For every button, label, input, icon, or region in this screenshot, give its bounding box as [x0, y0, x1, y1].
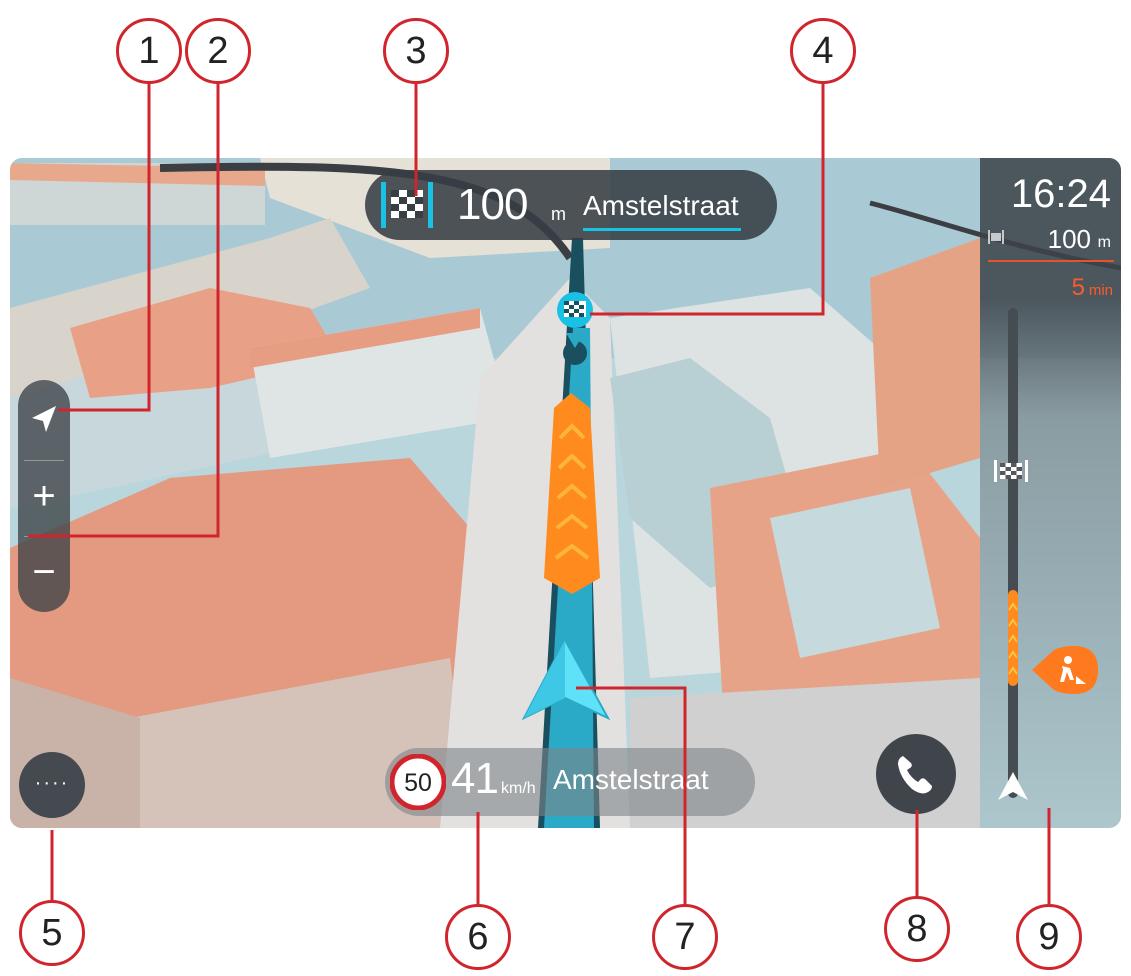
- destination-flag-icon: [988, 230, 1004, 244]
- more-dots-icon: ····: [34, 772, 70, 794]
- destination-flag-icon: [994, 460, 1028, 482]
- remaining-time-unit: min: [1088, 282, 1113, 299]
- destination-marker-dot: [563, 341, 587, 365]
- remaining-distance: 100: [1047, 224, 1091, 254]
- current-speed: 41: [451, 754, 499, 803]
- next-instruction-panel[interactable]: 100 m Amstelstraat: [365, 170, 777, 240]
- map-zoom-controls: + −: [18, 380, 70, 612]
- callout-4: 4: [790, 18, 856, 84]
- switch-view-button[interactable]: [18, 380, 70, 460]
- route-bar-divider: [988, 260, 1114, 262]
- building-right-4: [870, 238, 980, 488]
- callout-3: 3: [383, 18, 449, 84]
- callout-2: 2: [185, 18, 251, 84]
- callout-8: 8: [884, 896, 950, 962]
- map-view[interactable]: [10, 158, 1121, 828]
- callout-7: 7: [652, 904, 718, 970]
- callout-9: 9: [1016, 904, 1082, 970]
- zoom-out-label: −: [32, 550, 56, 594]
- call-button[interactable]: [876, 734, 956, 814]
- callout-6: 6: [445, 904, 511, 970]
- route-bar[interactable]: 16:24 100 m 5 min: [980, 158, 1121, 828]
- instruction-street-name: Amstelstraat: [583, 190, 739, 221]
- callout-1: 1: [116, 18, 182, 84]
- route-bar-line: [1008, 308, 1018, 798]
- building-right-3: [770, 488, 940, 658]
- navigation-arrow-icon: [32, 406, 56, 432]
- main-menu-button[interactable]: ····: [19, 752, 85, 818]
- destination-flag-icon: [381, 182, 433, 228]
- zoom-out-button[interactable]: −: [18, 536, 70, 612]
- remaining-distance-unit: m: [1097, 234, 1111, 251]
- speed-limit-sign: 50: [390, 754, 446, 810]
- building-row-2-roof: [250, 308, 480, 368]
- destination-marker-tail: [566, 333, 584, 348]
- current-street-name: Amstelstraat: [553, 764, 709, 795]
- current-position-arrow-shade: [524, 640, 565, 718]
- traffic-chevrons: [554, 423, 590, 560]
- speed-panel: 50 41 km/h Amstelstraat: [385, 748, 755, 816]
- zoom-in-label: +: [32, 474, 56, 518]
- arrival-time: 16:24: [1010, 172, 1111, 216]
- instruction-distance-unit: m: [551, 204, 566, 224]
- traffic-segment: [544, 393, 600, 594]
- instruction-street-underline: [583, 228, 741, 231]
- current-location-icon: [998, 772, 1028, 800]
- instruction-distance: 100: [457, 180, 528, 229]
- roadworks-icon[interactable]: [1032, 646, 1098, 694]
- traffic-delay-icon: [1008, 590, 1018, 686]
- navigation-screen: 100 m Amstelstraat 16:24 100 m 5 min: [10, 158, 1121, 828]
- zoom-in-button[interactable]: +: [18, 460, 70, 540]
- speed-limit-value: 50: [404, 769, 432, 797]
- speed-unit: km/h: [501, 780, 536, 797]
- phone-icon: [898, 756, 932, 794]
- remaining-time: 5: [1071, 274, 1085, 301]
- destination-marker-check: [564, 301, 584, 317]
- callout-5: 5: [19, 900, 85, 966]
